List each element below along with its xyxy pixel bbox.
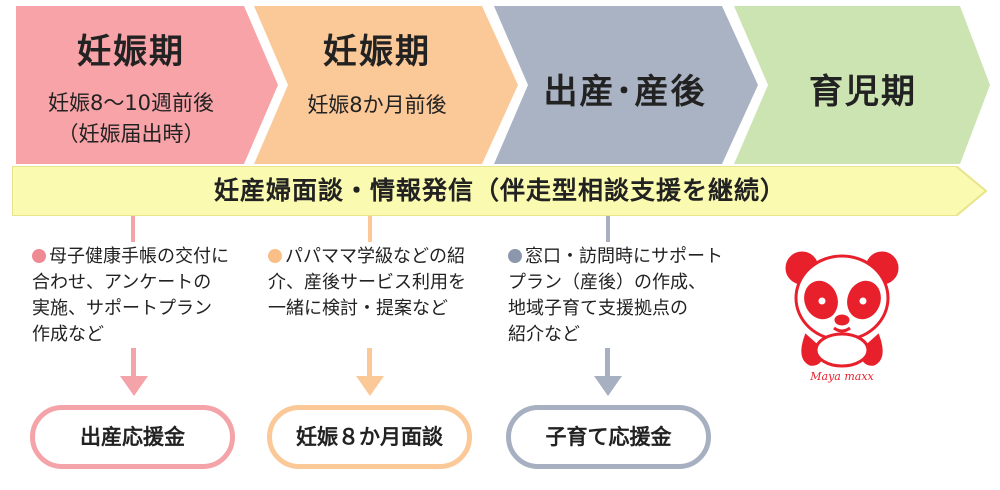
chevron-shape	[16, 6, 278, 164]
note-line: パパママ学級などの紹	[268, 244, 498, 270]
continuous-support-banner: 妊産婦面談・情報発信（伴走型相談支援を継続）	[12, 166, 988, 216]
banner-label: 妊産婦面談・情報発信（伴走型相談支援を継続）	[213, 176, 786, 205]
phase-pregnancy-8-months: 妊娠期 妊娠8か月前後	[254, 6, 518, 164]
phase-title: 妊娠期	[77, 32, 185, 72]
note-line: 紹介など	[508, 324, 580, 345]
phase-timing-note: （妊娠届出時）	[57, 122, 205, 146]
note-postpartum: 窓口・訪問時にサポート プラン（産後）の作成、 地域子育て支援拠点の 紹介など	[508, 244, 738, 348]
chevron-shape	[734, 6, 990, 164]
connector-line	[131, 216, 135, 242]
note-line: プラン（産後）の作成、	[508, 272, 706, 293]
note-line: 一緒に検討・提案など	[268, 298, 448, 319]
note-early-pregnancy: 母子健康手帳の交付に 合わせ、アンケートの 実施、サポートプラン 作成など	[32, 244, 262, 348]
phase-title: 出産･産後	[543, 72, 707, 112]
bullet-dot-icon	[32, 249, 46, 263]
note-8-months: パパママ学級などの紹 介、産後サービス利用を 一緒に検討・提案など	[268, 244, 498, 322]
note-line: 合わせ、アンケートの	[32, 272, 212, 293]
phase-birth-postpartum: 出産･産後	[494, 6, 758, 164]
note-line: 母子健康手帳の交付に	[32, 244, 262, 270]
chevron-shape	[494, 6, 758, 164]
outcome-childcare-support-payment: 子育て応援金	[506, 405, 711, 469]
mascot-signature: Maya maxx	[809, 370, 874, 383]
down-arrow-icon	[356, 348, 384, 396]
note-line: 実施、サポートプラン	[32, 298, 212, 319]
panda-mascot-icon: Maya maxx	[785, 251, 899, 383]
phase-timing: 妊娠8～10週前後	[47, 91, 215, 115]
bullet-dot-icon	[508, 249, 522, 263]
bullet-dot-icon	[268, 249, 282, 263]
note-line: 窓口・訪問時にサポート	[508, 244, 738, 270]
phase-title: 育児期	[809, 72, 917, 112]
connector-line	[606, 216, 610, 242]
chevron-shape	[254, 6, 518, 164]
outcome-birth-support-payment: 出産応援金	[30, 405, 235, 469]
phase-pregnancy-early: 妊娠期 妊娠8～10週前後 （妊娠届出時）	[16, 6, 278, 164]
phase-title: 妊娠期	[323, 32, 431, 72]
banner-arrow-shape	[12, 166, 988, 216]
note-line: 介、産後サービス利用を	[268, 272, 466, 293]
outcome-8-month-interview: 妊娠８か月面談	[267, 405, 472, 469]
down-arrow-icon	[594, 348, 622, 396]
phase-childcare: 育児期	[734, 6, 990, 164]
note-line: 作成など	[32, 324, 104, 345]
phase-timing: 妊娠8か月前後	[307, 93, 447, 117]
connector-line	[368, 216, 372, 242]
note-line: 地域子育て支援拠点の	[508, 298, 688, 319]
down-arrow-icon	[120, 348, 148, 396]
